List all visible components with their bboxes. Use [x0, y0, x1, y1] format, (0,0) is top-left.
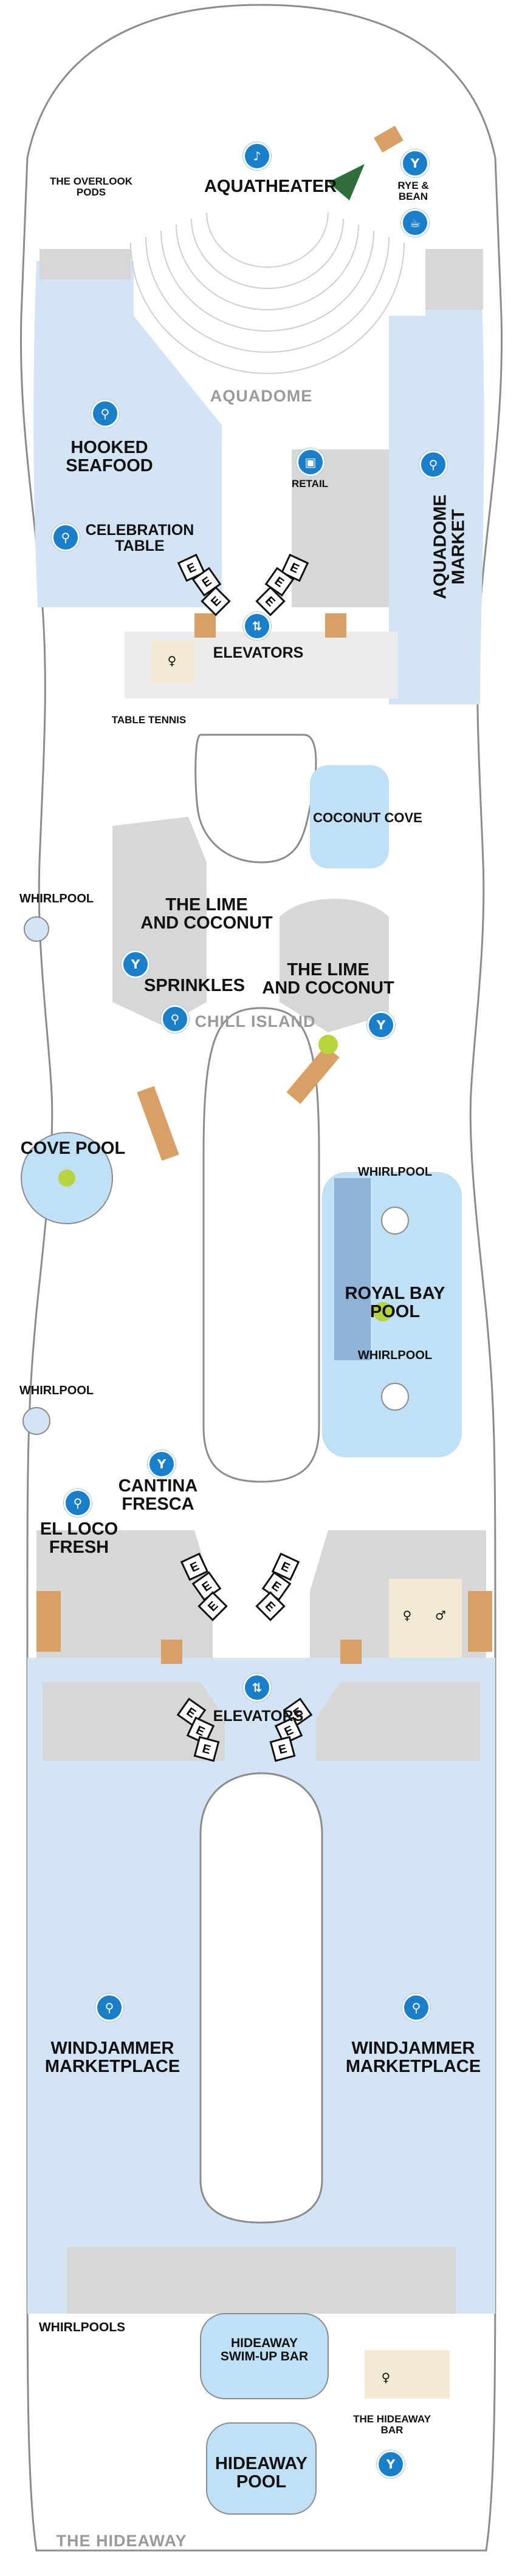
elevator-box[interactable]: E — [197, 1591, 228, 1621]
theater-icon[interactable]: ♪ — [243, 142, 271, 170]
label-whirlpool-1[interactable]: WHIRLPOOL — [19, 892, 94, 905]
aquadome-left-area — [33, 261, 222, 607]
label-aquatheater[interactable]: AQUATHEATER — [204, 177, 337, 196]
whirlpool-left-upper — [24, 916, 49, 942]
label-hideaway-swimup[interactable]: HIDEAWAY SWIM-UP BAR — [220, 2336, 309, 2364]
label-whirlpools[interactable]: WHIRLPOOLS — [38, 2320, 126, 2334]
label-coconut-cove[interactable]: COCONUT COVE — [313, 810, 422, 825]
hideaway-pool — [206, 2422, 317, 2515]
palm-umbrellas — [58, 1035, 393, 1321]
stairs — [36, 126, 492, 1664]
label-table-tennis[interactable]: TABLE TENNIS — [111, 714, 187, 726]
elevator-box[interactable]: E — [274, 1716, 303, 1745]
cocktail-icon[interactable]: Y — [122, 950, 149, 978]
restroom-icon: ♀ — [374, 2365, 398, 2390]
label-el-loco-fresh[interactable]: EL LOCO FRESH — [39, 1519, 118, 1558]
label-elevators-forward[interactable]: ELEVATORS — [213, 644, 304, 661]
label-sprinkles[interactable]: SPRINKLES — [144, 976, 245, 995]
label-rye-bean[interactable]: RYE & BEAN — [397, 180, 429, 202]
windjammer-gray-top-right — [316, 1682, 480, 1761]
dining-icon[interactable]: ⚲ — [64, 1489, 92, 1517]
cocktail-icon[interactable]: Y — [148, 1450, 176, 1478]
aquatheater-seating — [130, 212, 405, 374]
label-hideaway-pool[interactable]: HIDEAWAY POOL — [215, 2454, 308, 2492]
dining-icon[interactable]: ⚲ — [419, 451, 447, 479]
label-elevators-aft[interactable]: ELEVATORS — [213, 1708, 304, 1725]
label-chill-island: CHILL ISLAND — [194, 1012, 316, 1031]
shopping-bag-icon[interactable]: ▣ — [297, 448, 325, 476]
label-cantina-fresca[interactable]: CANTINA FRESCA — [118, 1476, 198, 1515]
dining-icon[interactable]: ⚲ — [161, 1005, 189, 1033]
whirlpool-royal-top — [381, 1207, 409, 1235]
label-aquadome: AQUADOME — [210, 387, 313, 405]
cocktail-icon[interactable]: Y — [367, 1011, 395, 1039]
dining-icon[interactable]: ⚲ — [91, 400, 119, 428]
label-whirlpool-2[interactable]: WHIRLPOOL — [357, 1165, 433, 1179]
restroom-icon: ♀ — [160, 649, 184, 673]
label-cove-pool[interactable]: COVE POOL — [20, 1139, 126, 1158]
coffee-cup-icon[interactable]: ☕ — [401, 209, 429, 237]
elevator-letter: E — [277, 1742, 289, 1757]
chill-island-void — [202, 1007, 320, 1483]
aquadome-right-area — [389, 261, 484, 704]
royal-bay-pool-deep — [334, 1178, 371, 1360]
elevator-box[interactable]: E — [180, 1552, 209, 1581]
label-whirlpool-4[interactable]: WHIRLPOOL — [19, 1384, 94, 1397]
elevator-box[interactable]: E — [271, 1552, 300, 1581]
aquadome-upper-gray-right — [425, 249, 483, 310]
windjammer-gray-top-left — [43, 1682, 225, 1761]
dining-icon[interactable]: ⚲ — [95, 1994, 123, 2022]
forward-atrium-void — [194, 734, 317, 864]
label-overlook-pods[interactable]: THE OVERLOOK PODS — [49, 175, 132, 198]
elevator-box[interactable]: E — [280, 553, 309, 582]
coconut-cove-pool — [310, 765, 389, 868]
elevator-box[interactable]: E — [269, 1736, 296, 1762]
label-windjammer-left[interactable]: WINDJAMMER MARKETPLACE — [44, 2039, 180, 2077]
label-lime-coconut-1[interactable]: THE LIME AND COCONUT — [140, 895, 273, 933]
whirlpool-left-lower — [22, 1407, 50, 1435]
label-hooked-seafood[interactable]: HOOKED SEAFOOD — [66, 438, 153, 476]
elevator-icon[interactable]: ⇅ — [243, 1674, 271, 1702]
label-lime-coconut-2[interactable]: THE LIME AND COCONUT — [262, 960, 394, 998]
windjammer-aft-band — [67, 2247, 456, 2314]
aquadome-upper-gray-left — [39, 249, 131, 279]
elevator-box[interactable]: E — [186, 1716, 215, 1745]
restroom-icon: ♀ — [395, 1603, 419, 1627]
elevator-box[interactable]: E — [193, 1736, 220, 1762]
aquatheater-tree — [328, 164, 365, 200]
label-aquadome-market[interactable]: AQUADOME MARKET — [430, 494, 469, 599]
elevator-box[interactable]: E — [201, 586, 231, 616]
elevator-icon[interactable]: ⇅ — [243, 612, 271, 640]
elevator-letter: E — [201, 1742, 212, 1757]
lime-coconut-right-block — [280, 899, 389, 1032]
label-windjammer-right[interactable]: WINDJAMMER MARKETPLACE — [345, 2039, 481, 2077]
dining-icon[interactable]: ⚲ — [402, 1994, 430, 2022]
aft-atrium-void — [199, 1772, 323, 2224]
retail-block — [292, 449, 389, 607]
whirlpool-royal-bottom — [381, 1383, 409, 1411]
label-the-hideaway: THE HIDEAWAY — [56, 2532, 187, 2550]
label-royal-bay-pool[interactable]: ROYAL BAY POOL — [345, 1284, 445, 1322]
label-celebration-table[interactable]: CELEBRATION TABLE — [85, 522, 194, 555]
hideaway-swimup-pool — [200, 2313, 329, 2399]
cocktail-icon[interactable]: Y — [401, 149, 429, 177]
elevator-box[interactable]: E — [255, 1591, 286, 1621]
cocktail-icon[interactable]: Y — [377, 2450, 405, 2478]
label-hideaway-bar[interactable]: THE HIDEAWAY BAR — [353, 2413, 431, 2436]
elevator-box[interactable]: E — [255, 586, 286, 616]
dining-icon[interactable]: ⚲ — [52, 523, 80, 551]
label-whirlpool-3[interactable]: WHIRLPOOL — [357, 1349, 433, 1362]
restroom-icon: ♂ — [428, 1603, 453, 1627]
label-retail[interactable]: RETAIL — [291, 478, 329, 489]
